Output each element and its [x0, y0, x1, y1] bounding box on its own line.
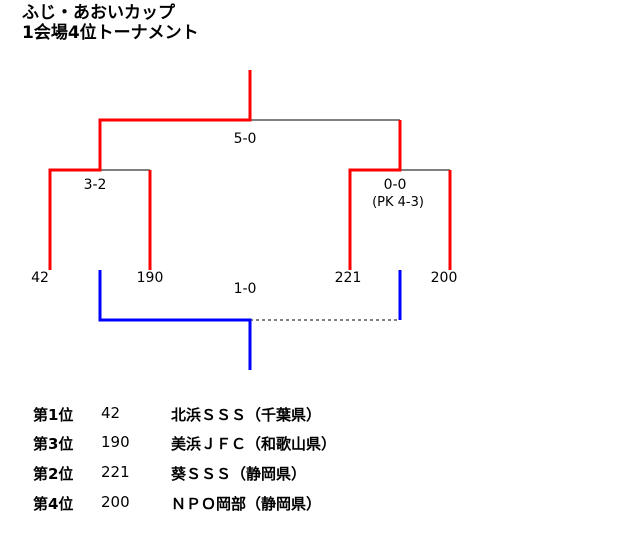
rank: 第2位: [33, 465, 74, 483]
title-line2: 1会場4位トーナメント: [22, 23, 199, 43]
rank: 第4位: [33, 495, 74, 513]
team-label: 221: [334, 270, 362, 286]
team-name: 北浜ＳＳＳ（千葉県）: [171, 406, 322, 424]
final-score: 5-0: [233, 131, 257, 147]
rank: 第3位: [33, 435, 74, 453]
team-name: 美浜ＪＦＣ（和歌山県）: [171, 435, 337, 453]
team-label: 200: [430, 270, 458, 286]
third-place-path: [98, 270, 252, 370]
number: 190: [101, 433, 130, 451]
number: 200: [101, 493, 130, 511]
team-label: 42: [31, 270, 49, 286]
semi-right-pk: (PK 4-3): [372, 195, 424, 210]
runnerup-path: [348, 120, 402, 270]
number: 42: [101, 404, 121, 422]
rank: 第1位: [33, 406, 74, 424]
semi-left-score: 3-2: [83, 177, 107, 193]
third-place-score: 1-0: [233, 281, 257, 297]
number: 221: [101, 463, 130, 481]
champion-path: [48, 70, 252, 270]
team-name: ＮＰＯ岡部（静岡県）: [171, 495, 322, 513]
semi-right-score: 0-0: [383, 177, 407, 193]
team-label: 190: [136, 270, 164, 286]
team-name: 葵ＳＳＳ（静岡県）: [171, 465, 307, 483]
title-line1: ふじ・あおいカップ: [22, 3, 175, 23]
